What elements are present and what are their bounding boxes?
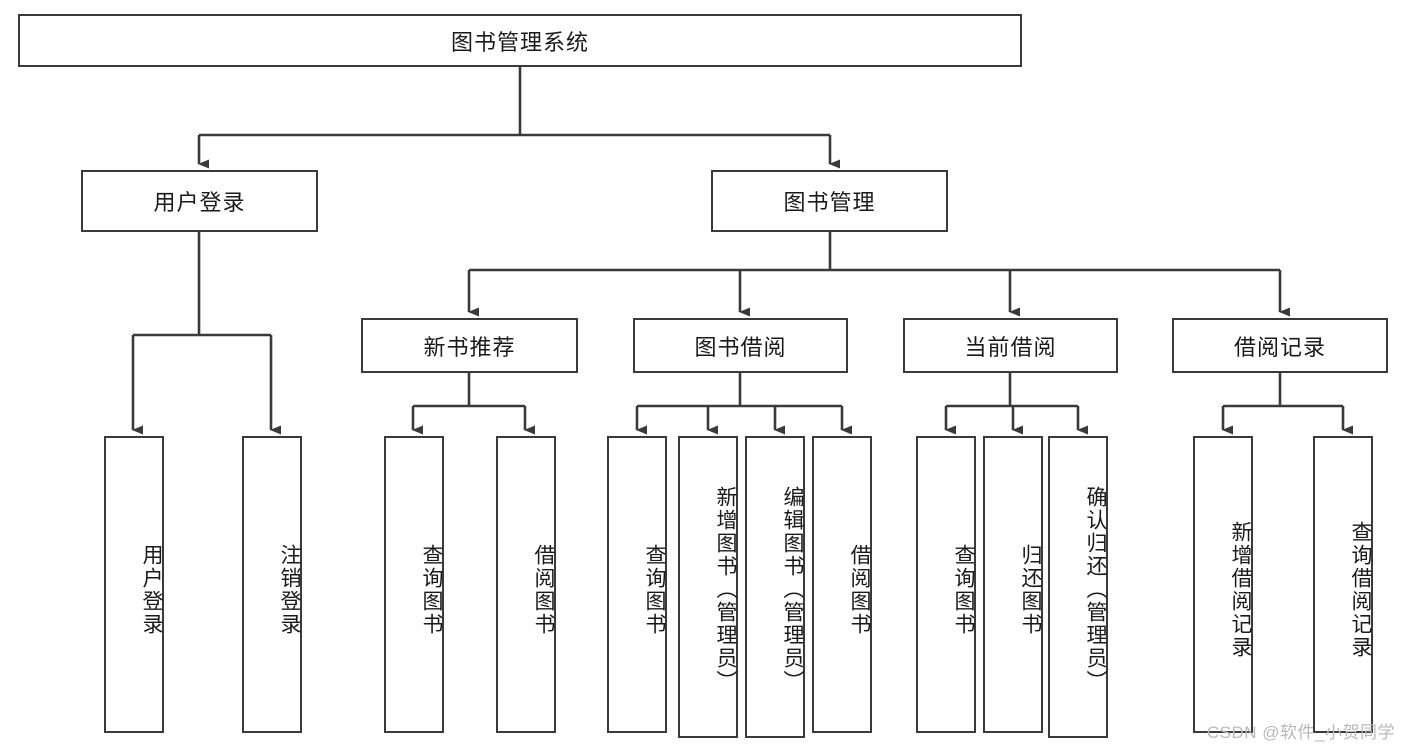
leaf-nb-query-book-label: 查询图书 [420, 543, 443, 636]
node-book-manage[interactable]: 图书管理 [711, 170, 948, 232]
node-new-book-recommend-label: 新书推荐 [423, 334, 516, 360]
leaf-user-login[interactable]: 用户登录 [104, 436, 164, 733]
leaf-bb-borrow-book-label: 借阅图书 [848, 543, 871, 636]
leaf-nb-borrow-book-label: 借阅图书 [532, 543, 555, 636]
leaf-logout-label: 注销登录 [278, 543, 301, 636]
leaf-cb-return-book[interactable]: 归还图书 [983, 436, 1043, 733]
node-current-borrow[interactable]: 当前借阅 [903, 318, 1118, 373]
leaf-cb-return-book-label: 归还图书 [1019, 543, 1042, 636]
node-new-book-recommend[interactable]: 新书推荐 [361, 318, 578, 373]
node-root[interactable]: 图书管理系统 [18, 14, 1022, 67]
leaf-nb-query-book[interactable]: 查询图书 [384, 436, 444, 733]
leaf-bb-query-book-label: 查询图书 [643, 543, 666, 636]
node-user-login-label: 用户登录 [153, 190, 246, 215]
leaf-bb-edit-book-admin[interactable]: 编辑图书（管理员） [745, 436, 805, 738]
leaf-br-add-record[interactable]: 新增借阅记录 [1193, 436, 1253, 733]
node-book-borrow[interactable]: 图书借阅 [633, 318, 848, 373]
leaf-br-query-record-label: 查询借阅记录 [1349, 520, 1372, 659]
leaf-cb-confirm-return-admin-label: 确认归还（管理员） [1084, 485, 1107, 693]
leaf-br-query-record[interactable]: 查询借阅记录 [1313, 436, 1373, 733]
leaf-cb-query-book[interactable]: 查询图书 [916, 436, 976, 733]
leaf-nb-borrow-book[interactable]: 借阅图书 [496, 436, 556, 733]
leaf-logout[interactable]: 注销登录 [242, 436, 302, 733]
watermark: CSDN @软件_小贺同学 [1206, 723, 1395, 742]
node-user-login[interactable]: 用户登录 [81, 170, 318, 232]
node-book-borrow-label: 图书借阅 [694, 334, 787, 360]
node-current-borrow-label: 当前借阅 [964, 334, 1057, 360]
leaf-br-add-record-label: 新增借阅记录 [1229, 520, 1252, 659]
leaf-user-login-label: 用户登录 [140, 543, 163, 636]
leaf-bb-add-book-admin-label: 新增图书（管理员） [714, 485, 737, 693]
leaf-bb-borrow-book[interactable]: 借阅图书 [812, 436, 872, 733]
leaf-bb-add-book-admin[interactable]: 新增图书（管理员） [678, 436, 738, 738]
leaf-bb-edit-book-admin-label: 编辑图书（管理员） [781, 485, 804, 693]
leaf-bb-query-book[interactable]: 查询图书 [607, 436, 667, 733]
node-book-manage-label: 图书管理 [783, 190, 876, 215]
node-borrow-record-label: 借阅记录 [1233, 334, 1326, 360]
leaf-cb-query-book-label: 查询图书 [952, 543, 975, 636]
leaf-cb-confirm-return-admin[interactable]: 确认归还（管理员） [1048, 436, 1108, 738]
node-borrow-record[interactable]: 借阅记录 [1172, 318, 1388, 373]
node-root-label: 图书管理系统 [450, 29, 589, 55]
